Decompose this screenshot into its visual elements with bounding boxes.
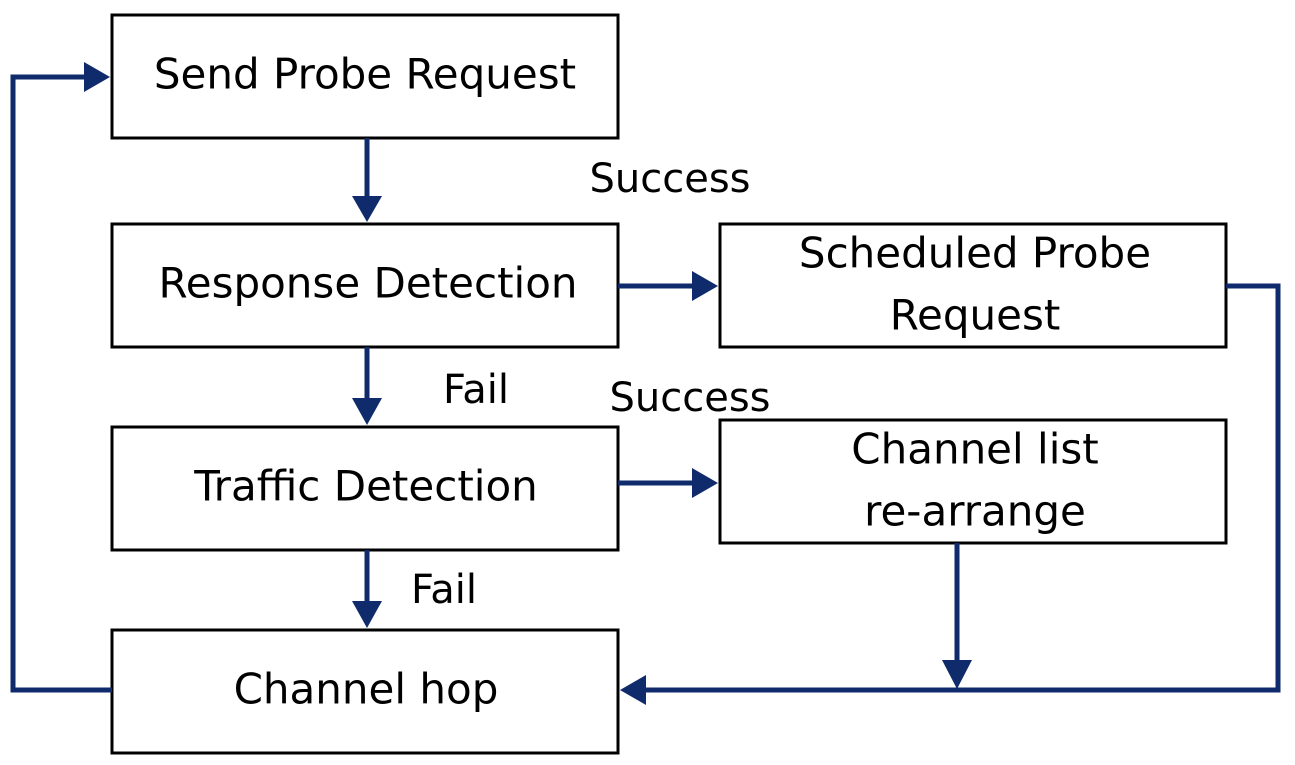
node-channel-list-rearrange-line1: Channel list: [851, 425, 1098, 474]
node-channel-hop: Channel hop: [110, 628, 620, 755]
edge-label-traffic-fail: Fail: [411, 567, 477, 613]
node-traffic-detection-label: Traffic Detection: [193, 462, 538, 511]
arrow-traffic-to-hop: [352, 550, 382, 628]
arrow-response-to-scheduled: [618, 271, 718, 301]
node-channel-hop-label: Channel hop: [234, 665, 499, 714]
arrow-channel-list-to-hop: [942, 543, 972, 689]
node-response-detection-label: Response Detection: [158, 259, 577, 308]
node-scheduled-probe-request-line1: Scheduled Probe: [799, 229, 1151, 278]
node-scheduled-probe-request: Scheduled Probe Request: [718, 222, 1228, 349]
arrow-response-to-traffic: [352, 347, 382, 425]
node-send-probe-request: Send Probe Request: [110, 13, 620, 140]
arrow-hop-to-send-probe: [10, 62, 112, 693]
edge-label-response-success: Success: [589, 156, 750, 202]
node-channel-list-rearrange: Channel list re-arrange: [718, 418, 1228, 545]
edge-label-response-fail: Fail: [443, 367, 509, 413]
node-send-probe-request-label: Send Probe Request: [154, 50, 576, 99]
node-channel-list-rearrange-line2: re-arrange: [864, 487, 1086, 536]
arrow-traffic-to-channel-list: [618, 468, 718, 498]
node-response-detection: Response Detection: [110, 222, 620, 349]
edge-label-traffic-success: Success: [609, 375, 770, 421]
arrow-send-to-response: [352, 138, 382, 222]
node-traffic-detection: Traffic Detection: [110, 425, 620, 552]
node-scheduled-probe-request-line2: Request: [890, 291, 1061, 340]
arrow-scheduled-to-hop: [620, 283, 1281, 705]
